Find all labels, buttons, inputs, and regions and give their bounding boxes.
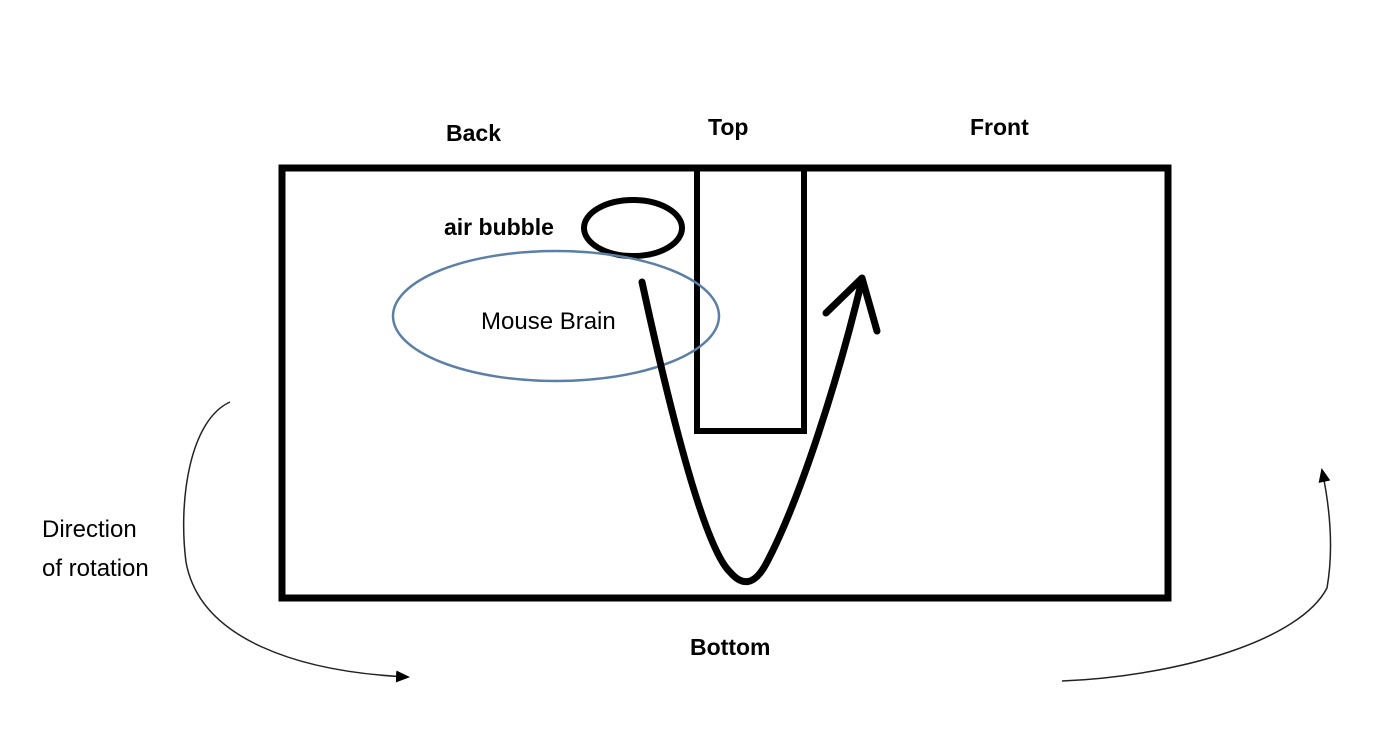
- label-bottom: Bottom: [690, 634, 770, 660]
- label-air-bubble: air bubble: [444, 214, 554, 240]
- label-direction-line1: Direction: [42, 516, 137, 543]
- label-back: Back: [446, 120, 501, 146]
- label-mouse-brain: Mouse Brain: [481, 308, 616, 335]
- air-bubble-shape: [581, 197, 685, 259]
- top-insert: [694, 165, 807, 434]
- container-outline: [278, 164, 1172, 602]
- rotation-arrow-right: [1061, 468, 1332, 682]
- label-direction-line2: of rotation: [42, 555, 149, 582]
- bubble-path-arrowhead: [822, 274, 881, 335]
- bubble-path-arrow: [638, 276, 866, 585]
- label-top: Top: [708, 114, 748, 140]
- mouse-brain-shape: [391, 249, 721, 383]
- label-front: Front: [970, 114, 1029, 140]
- rotation-arrow-left: [182, 401, 410, 683]
